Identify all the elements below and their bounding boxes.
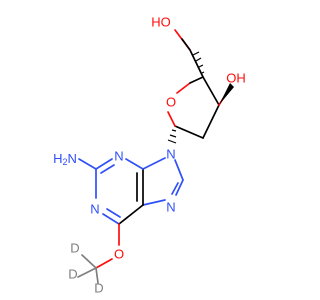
- bond-n7-c5: [142, 199, 166, 206]
- bond-c4-c5: [189, 49, 204, 78]
- bond-c2-c1: [174, 125, 204, 139]
- hash-c4-c5: [192, 51, 205, 74]
- atom-label-ring-o: O: [166, 95, 176, 110]
- bond-c8-n7-b: [171, 182, 179, 195]
- bond-n3-c2: [95, 158, 113, 170]
- atom-label-n9: N: [166, 147, 175, 162]
- atom-label-ho-top: HO: [151, 15, 171, 30]
- atom-labels: HO OH O H2N N N N N O D D D: [53, 15, 246, 296]
- bond-c5-oh-black: [181, 38, 191, 51]
- bond-o-cd3: [95, 258, 113, 269]
- bond-c6-c5: [118, 204, 144, 225]
- hash-c1-n9: [167, 129, 177, 144]
- bond-n3-c2-b: [100, 164, 115, 174]
- bond-c4-c3: [202, 76, 220, 106]
- bond-c4-n3: [125, 158, 144, 170]
- atom-label-n1: N: [90, 202, 99, 217]
- atom-label-o-methoxy: O: [114, 247, 124, 262]
- bond-n1-c6-b: [106, 208, 121, 218]
- bond-c-d1: [81, 254, 97, 269]
- bond-c2-nh2: [78, 158, 97, 170]
- purine-bonds: [77, 157, 184, 284]
- sugar-ring-bonds: [167, 29, 232, 139]
- atom-label-d1: D: [70, 241, 79, 256]
- atom-label-h2n: H2N: [53, 151, 77, 168]
- atom-label-n3: N: [114, 149, 123, 164]
- bond-c3-c2: [202, 104, 220, 139]
- wedge-c3-oh: [219, 83, 234, 105]
- bond-n9-c8: [174, 159, 184, 181]
- bond-c1-o: [167, 111, 176, 127]
- deoxyguanosine-methoxy-d3-structure: HO OH O H2N N N N N O D D D: [53, 15, 246, 296]
- bond-o-c4-black: [189, 76, 204, 84]
- bond-o-c4: [176, 82, 191, 94]
- atom-label-d2: D: [68, 267, 77, 282]
- bond-c-d3: [95, 267, 99, 284]
- bond-n1-c6: [102, 213, 120, 225]
- atom-label-oh-right: OH: [226, 71, 246, 86]
- bond-c8-n7: [175, 179, 184, 196]
- bond-c-d2: [77, 267, 97, 278]
- atom-label-n7: N: [166, 200, 175, 215]
- bond-c4-n9: [142, 157, 166, 170]
- atom-label-d3: D: [94, 281, 103, 296]
